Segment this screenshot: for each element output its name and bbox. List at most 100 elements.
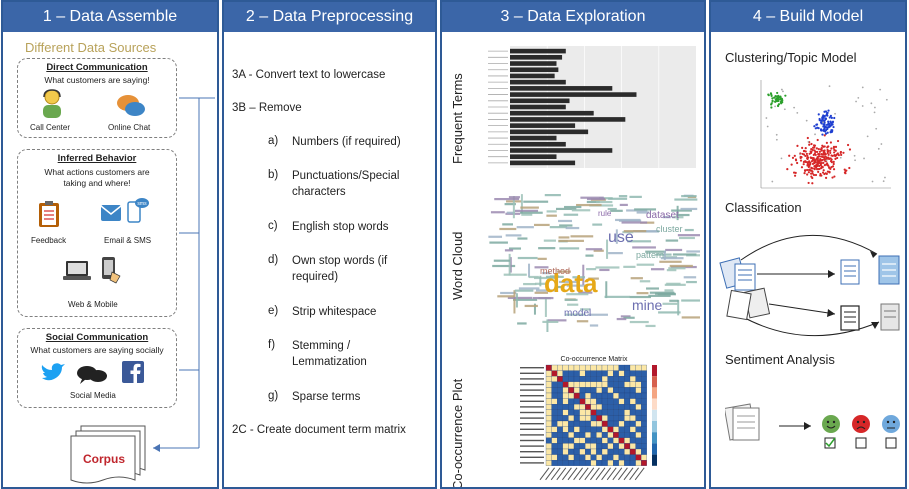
word-cloud-filler-word (500, 291, 517, 295)
sub-item-text: Strip whitespace (292, 306, 377, 318)
corpus-label: Corpus (83, 452, 125, 466)
matrix-cell (585, 426, 591, 433)
noise-point (796, 111, 799, 114)
cluster-point (806, 154, 809, 158)
matrix-cell (641, 443, 647, 450)
matrix-cell (629, 448, 636, 455)
word-cloud-filler-word (514, 289, 534, 292)
matrix-cell (573, 432, 580, 438)
word-cloud-filler-word (508, 196, 520, 199)
word-cloud-filler-word (615, 218, 641, 222)
term-bar (510, 123, 576, 128)
cluster-point (802, 163, 805, 166)
cluster-point (806, 173, 809, 176)
word-cloud-filler-word (636, 263, 655, 266)
inferred-behavior-box: Inferred Behavior What actions customers… (17, 149, 177, 317)
word-cloud-filler-word (509, 257, 512, 273)
noise-point (805, 119, 808, 122)
frequent-terms-label: Frequent Terms (450, 73, 465, 164)
word-cloud-filler-word (676, 213, 690, 217)
matrix-cell (562, 387, 569, 394)
cluster-point (774, 100, 777, 103)
cluster-point (825, 141, 828, 144)
matrix-cell (624, 364, 631, 371)
cluster-point (804, 154, 807, 158)
noise-point (861, 86, 864, 89)
matrix-cell (545, 437, 552, 444)
column-header: 1 – Data Assemble (3, 2, 217, 32)
term-bar (510, 55, 563, 60)
matrix-cell (641, 420, 647, 427)
cluster-point (833, 116, 836, 120)
cluster-point (828, 116, 831, 119)
matrix-cell (629, 409, 636, 416)
matrix-cell (568, 387, 575, 394)
cluster-point (815, 147, 818, 150)
matrix-cell (641, 432, 647, 438)
matrix-row-label (520, 378, 544, 380)
cluster-point (793, 154, 796, 157)
cluster-point (817, 153, 820, 156)
matrix-cell (568, 460, 575, 466)
term-bar (510, 135, 557, 141)
cluster-point (821, 118, 824, 121)
online-chat-label: Online Chat (108, 123, 151, 132)
cluster-point (812, 153, 815, 157)
word-cloud-filler-word (558, 219, 573, 223)
cluster-point (846, 143, 850, 147)
cluster-point (818, 155, 821, 158)
cluster-point (848, 148, 852, 151)
cluster-point (811, 170, 814, 173)
cluster-point (779, 101, 783, 104)
cluster-point (807, 168, 811, 172)
cluster-point (813, 125, 816, 128)
matrix-cell (590, 432, 597, 438)
matrix-cell (562, 437, 569, 444)
matrix-cell (641, 460, 647, 466)
matrix-column-label (567, 467, 578, 481)
matrix-cell (641, 398, 647, 405)
step-3b: 3B – Remove (232, 102, 302, 114)
matrix-cell (601, 392, 608, 399)
word-cloud-filler-word (533, 223, 550, 227)
matrix-cell (613, 460, 619, 466)
word-cloud-filler-word (681, 316, 700, 319)
matrix-cell (573, 398, 580, 405)
matrix-column-label (573, 467, 583, 481)
matrix-cell (613, 398, 619, 405)
term-bar (510, 154, 557, 159)
cluster-point (818, 150, 822, 153)
sub-item-letter: a) (268, 135, 279, 147)
noise-point (877, 147, 880, 150)
column-header: 4 – Build Model (711, 2, 905, 32)
cluster-point (813, 144, 817, 147)
matrix-cell (624, 454, 631, 461)
matrix-cell (568, 443, 575, 450)
matrix-cell (573, 376, 580, 382)
matrix-cell (579, 404, 586, 410)
positive-face-icon (822, 415, 840, 449)
cluster-point (828, 170, 831, 173)
term-bar (510, 73, 555, 79)
cluster-point (818, 164, 821, 168)
matrix-cell (596, 392, 603, 399)
matrix-cell (590, 415, 597, 422)
matrix-cell (596, 415, 603, 422)
word-cloud-filler-word (533, 303, 536, 315)
mobile-touch-icon (102, 257, 121, 284)
noise-point (780, 88, 783, 91)
cluster-point (837, 154, 840, 157)
matrix-cell (601, 376, 608, 382)
cluster-point (819, 172, 822, 176)
cluster-point (770, 93, 773, 96)
matrix-cell (607, 420, 614, 427)
cluster-point (821, 155, 824, 159)
word-cloud-filler-word (558, 236, 570, 239)
matrix-cell (596, 454, 603, 461)
word-cloud-filler-word (494, 197, 520, 201)
matrix-row-label (520, 439, 544, 442)
matrix-cell (641, 454, 647, 461)
matrix-row-label (520, 389, 544, 391)
word-cloud-filler-word (636, 211, 650, 214)
matrix-cell (601, 460, 608, 466)
